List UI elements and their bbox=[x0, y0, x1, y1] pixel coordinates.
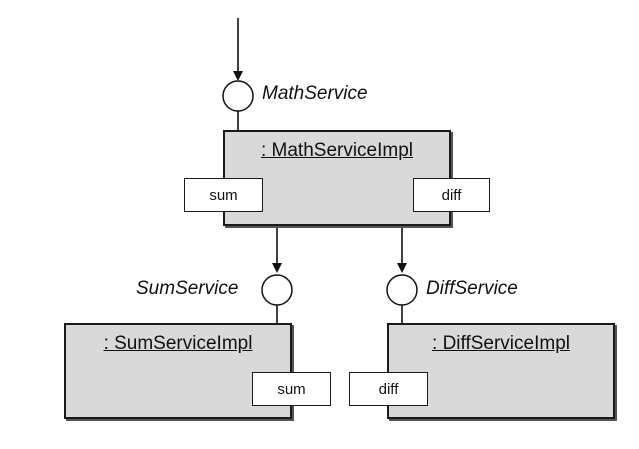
sum-service-impl-title: : SumServiceImpl bbox=[103, 333, 253, 354]
math-sum-port-label: sum bbox=[209, 186, 238, 204]
diff-impl-port: diff bbox=[349, 372, 428, 406]
math-service-label: MathService bbox=[262, 83, 368, 104]
diff-service-impl-component: : DiffServiceImpl bbox=[387, 323, 615, 419]
diff-service-impl-title: : DiffServiceImpl bbox=[432, 333, 570, 354]
math-service-interface-circle bbox=[222, 80, 254, 112]
sum-impl-port-label: sum bbox=[277, 380, 306, 398]
sum-impl-port: sum bbox=[252, 372, 331, 406]
sum-service-label: SumService bbox=[136, 278, 239, 299]
math-sum-port: sum bbox=[184, 178, 263, 212]
diff-service-label: DiffService bbox=[426, 278, 518, 299]
diff-impl-port-label: diff bbox=[378, 380, 399, 398]
diff-service-interface-circle bbox=[386, 274, 418, 306]
math-diff-port-label: diff bbox=[441, 186, 462, 204]
sum-service-interface-circle bbox=[261, 274, 293, 306]
math-diff-port: diff bbox=[413, 178, 490, 212]
math-service-impl-title: : MathServiceImpl bbox=[260, 140, 414, 161]
